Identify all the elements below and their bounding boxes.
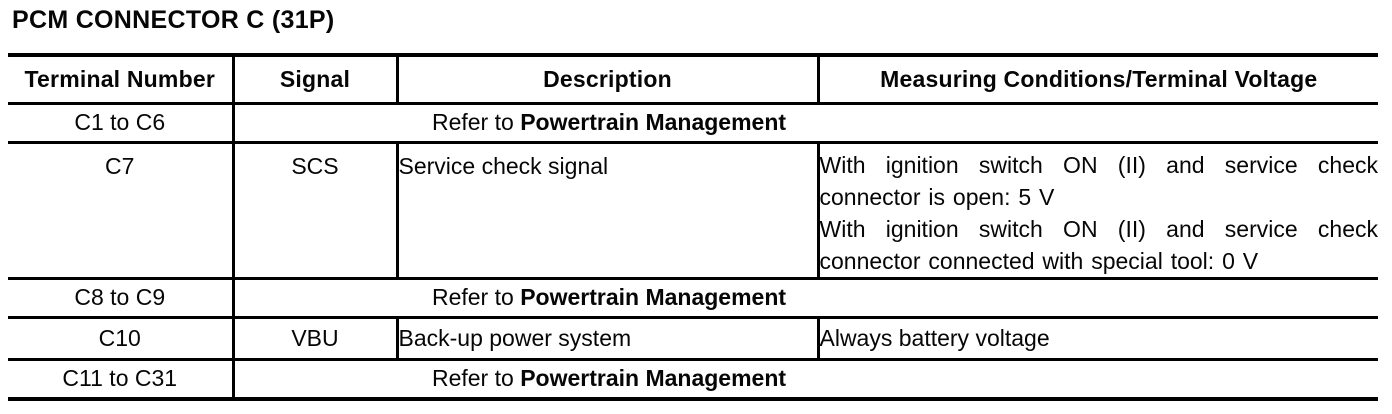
header-terminal-number: Terminal Number xyxy=(8,55,235,105)
table-header-row: Terminal Number Signal Description Measu… xyxy=(8,55,1378,105)
refer-cell: Refer to Powertrain Management xyxy=(233,278,1378,319)
terminal-cell: C10 xyxy=(8,317,235,361)
table-row-c1-c6: C1 to C6 Refer to Powertrain Management xyxy=(8,103,1378,144)
description-cell: Back-up power system xyxy=(397,317,820,361)
terminal-voltage-table: Terminal Number Signal Description Measu… xyxy=(8,53,1378,401)
header-measuring-conditions: Measuring Conditions/Terminal Voltage xyxy=(818,55,1378,105)
refer-target-text: Powertrain Management xyxy=(520,284,787,310)
refer-text: Refer to xyxy=(431,109,521,135)
description-cell: Service check signal xyxy=(397,142,820,280)
page-title: PCM CONNECTOR C (31P) xyxy=(12,6,335,34)
conditions-cell: Always battery voltage xyxy=(818,317,1378,361)
header-signal: Signal xyxy=(233,55,399,105)
signal-cell: SCS xyxy=(233,142,399,280)
refer-cell: Refer to Powertrain Management xyxy=(233,103,1378,144)
terminal-cell: C8 to C9 xyxy=(8,278,235,319)
table-row-c8-c9: C8 to C9 Refer to Powertrain Management xyxy=(8,278,1378,319)
condition-text: With ignition switch ON (II) and service… xyxy=(819,215,1379,274)
terminal-cell: C11 to C31 xyxy=(8,359,235,399)
terminal-cell: C7 xyxy=(8,142,235,280)
conditions-cell: With ignition switch ON (II) and service… xyxy=(818,142,1379,280)
refer-target-text: Powertrain Management xyxy=(520,365,787,392)
refer-target-text: Powertrain Management xyxy=(520,109,787,135)
table-row-c10: C10 VBU Back-up power system Always batt… xyxy=(8,317,1378,361)
table-row-c11-c31: C11 to C31 Refer to Powertrain Managemen… xyxy=(8,359,1378,399)
refer-cell: Refer to Powertrain Management xyxy=(233,359,1378,399)
refer-text: Refer to xyxy=(431,284,521,310)
table-row-c7: C7 SCS Service check signal With ignitio… xyxy=(8,142,1379,280)
signal-cell: VBU xyxy=(233,317,399,361)
header-description: Description xyxy=(397,55,820,105)
terminal-cell: C1 to C6 xyxy=(8,103,235,144)
refer-text: Refer to xyxy=(431,365,521,392)
condition-text: With ignition switch ON (II) and service… xyxy=(819,151,1379,210)
